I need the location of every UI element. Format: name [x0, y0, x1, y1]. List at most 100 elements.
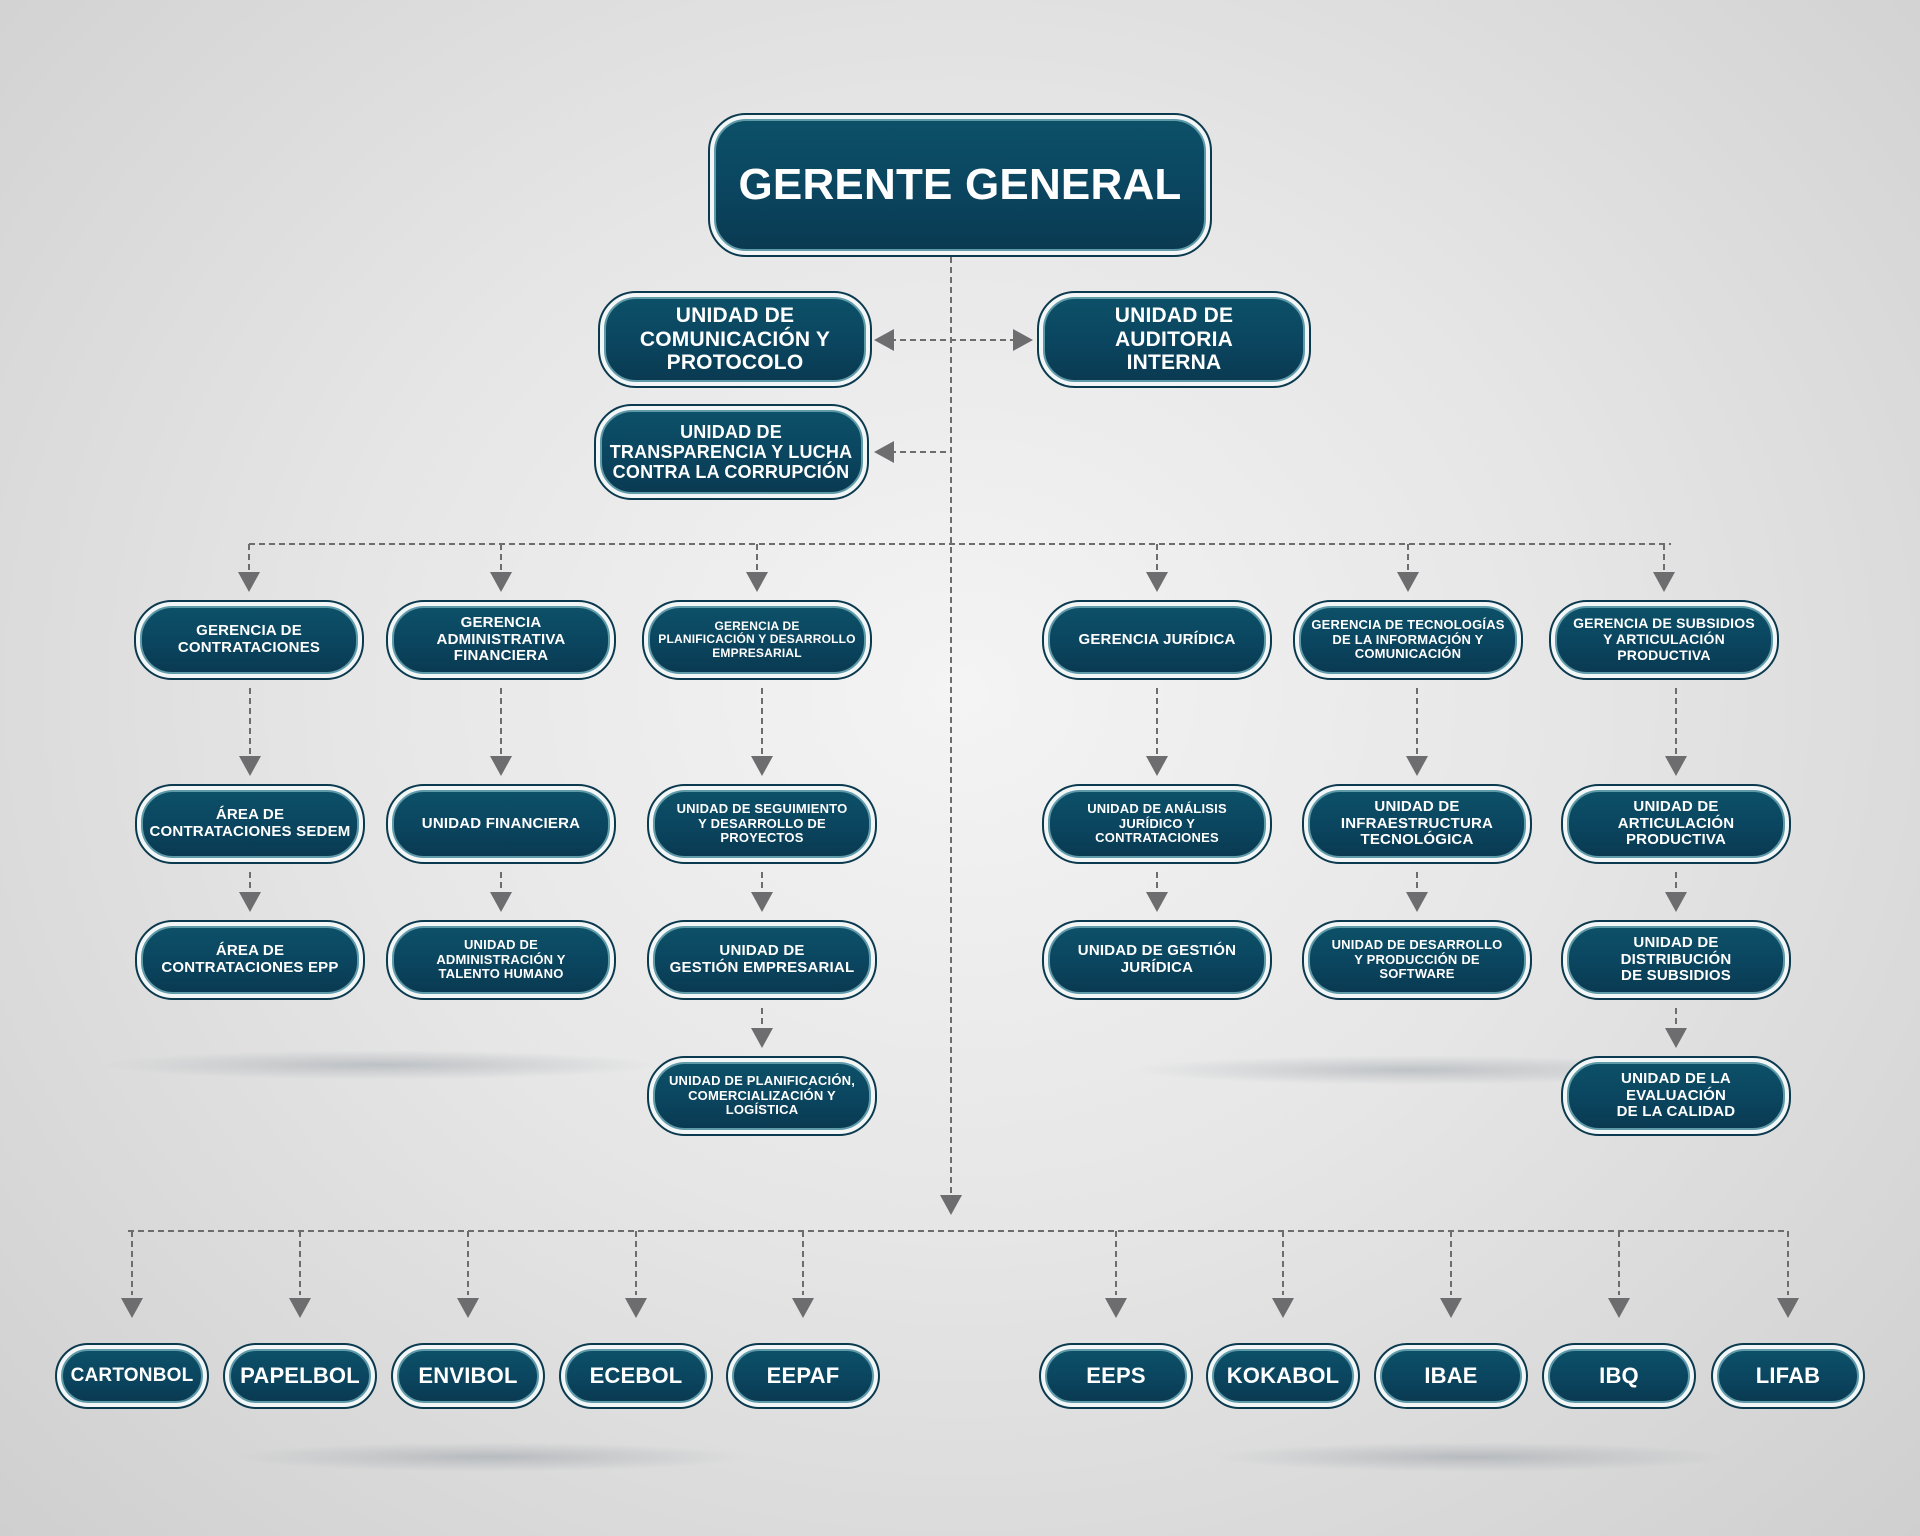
auditoria-box[interactable]: UNIDAD DE AUDITORIA INTERNA: [1037, 291, 1311, 388]
unidad-box[interactable]: UNIDAD DE GESTIÓN JURÍDICA: [1042, 920, 1272, 1000]
gerencia-box-label: GERENCIA JURÍDICA: [1048, 606, 1266, 674]
arrow-icon: [1406, 756, 1428, 776]
gerencia-box[interactable]: GERENCIA ADMINISTRATIVA FINANCIERA: [386, 600, 616, 680]
unidad-box-label: UNIDAD DE GESTIÓN EMPRESARIAL: [653, 926, 871, 994]
transparencia-box-label: UNIDAD DE TRANSPARENCIA Y LUCHA CONTRA L…: [599, 410, 863, 494]
unidad-box[interactable]: UNIDAD DE INFRAESTRUCTURA TECNOLÓGICA: [1302, 784, 1532, 864]
arrow-icon: [239, 756, 261, 776]
empresa-box-ibq[interactable]: IBQ: [1542, 1343, 1696, 1409]
arrow-icon: [490, 756, 512, 776]
unidad-box-label: ÁREA DE CONTRATACIONES EPP: [141, 926, 359, 994]
unidad-box[interactable]: UNIDAD DE SEGUIMIENTO Y DESARROLLO DE PR…: [647, 784, 877, 864]
unidad-box-label: UNIDAD FINANCIERA: [392, 790, 610, 858]
gerencia-box-label: GERENCIA DE TECNOLOGÍAS DE LA INFORMACIÓ…: [1299, 606, 1517, 674]
empresa-box-cartonbol[interactable]: CARTONBOL: [55, 1343, 209, 1409]
gerencia-box-label: GERENCIA DE SUBSIDIOS Y ARTICULACIÓN PRO…: [1555, 606, 1773, 674]
empresa-box-ibae[interactable]: IBAE: [1374, 1343, 1528, 1409]
arrow-icon: [490, 572, 512, 592]
gerencia-box[interactable]: GERENCIA JURÍDICA: [1042, 600, 1272, 680]
arrow-icon: [1665, 892, 1687, 912]
unidad-box-label: ÁREA DE CONTRATACIONES SEDEM: [141, 790, 359, 858]
empresa-box-lifab-label: LIFAB: [1717, 1349, 1859, 1403]
empresa-box-ecebol[interactable]: ECEBOL: [559, 1343, 713, 1409]
unidad-box-label: UNIDAD DE ANÁLISIS JURÍDICO Y CONTRATACI…: [1048, 790, 1266, 858]
unidad-box-label: UNIDAD DE SEGUIMIENTO Y DESARROLLO DE PR…: [653, 790, 871, 858]
gerente-general-box-label: GERENTE GENERAL: [714, 119, 1206, 251]
arrow-icon: [490, 892, 512, 912]
empresa-box-eepaf[interactable]: EEPAF: [726, 1343, 880, 1409]
arrow-icon: [751, 756, 773, 776]
arrow-icon: [751, 892, 773, 912]
arrow-icon: [1146, 572, 1168, 592]
unidad-box[interactable]: UNIDAD DE ARTICULACIÓN PRODUCTIVA: [1561, 784, 1791, 864]
arrow-icon: [1397, 572, 1419, 592]
empresa-box-ecebol-label: ECEBOL: [565, 1349, 707, 1403]
arrow-icon: [1653, 572, 1675, 592]
empresa-box-cartonbol-label: CARTONBOL: [61, 1349, 203, 1403]
empresa-box-papelbol[interactable]: PAPELBOL: [223, 1343, 377, 1409]
arrow-icon: [746, 572, 768, 592]
unidad-box[interactable]: UNIDAD DE LA EVALUACIÓN DE LA CALIDAD: [1561, 1056, 1791, 1136]
gerencia-box[interactable]: GERENCIA DE TECNOLOGÍAS DE LA INFORMACIÓ…: [1293, 600, 1523, 680]
unidad-box[interactable]: ÁREA DE CONTRATACIONES SEDEM: [135, 784, 365, 864]
transparencia-box[interactable]: UNIDAD DE TRANSPARENCIA Y LUCHA CONTRA L…: [593, 404, 869, 500]
gerencia-box[interactable]: GERENCIA DE CONTRATACIONES: [134, 600, 364, 680]
gerencia-box-label: GERENCIA DE CONTRATACIONES: [140, 606, 358, 674]
arrow-icon: [1146, 892, 1168, 912]
unidad-box-label: UNIDAD DE ADMINISTRACIÓN Y TALENTO HUMAN…: [392, 926, 610, 994]
empresa-box-envibol[interactable]: ENVIBOL: [391, 1343, 545, 1409]
unidad-box[interactable]: UNIDAD DE ADMINISTRACIÓN Y TALENTO HUMAN…: [386, 920, 616, 1000]
gerencia-box[interactable]: GERENCIA DE PLANIFICACIÓN Y DESARROLLO E…: [642, 600, 872, 680]
unidad-box[interactable]: UNIDAD FINANCIERA: [386, 784, 616, 864]
unidad-box[interactable]: ÁREA DE CONTRATACIONES EPP: [135, 920, 365, 1000]
gerencia-box-label: GERENCIA ADMINISTRATIVA FINANCIERA: [392, 606, 610, 674]
empresa-box-envibol-label: ENVIBOL: [397, 1349, 539, 1403]
unidad-box-label: UNIDAD DE DISTRIBUCIÓN DE SUBSIDIOS: [1567, 926, 1785, 994]
trunk-arrow-icon: [940, 1195, 962, 1215]
unidad-box[interactable]: UNIDAD DE DESARROLLO Y PRODUCCIÓN DE SOF…: [1302, 920, 1532, 1000]
empresa-box-eepaf-label: EEPAF: [732, 1349, 874, 1403]
empresa-box-eeps-label: EEPS: [1045, 1349, 1187, 1403]
arrow-icon: [1146, 756, 1168, 776]
empresa-box-ibae-label: IBAE: [1380, 1349, 1522, 1403]
unidad-box-label: UNIDAD DE DESARROLLO Y PRODUCCIÓN DE SOF…: [1308, 926, 1526, 994]
unidad-box[interactable]: UNIDAD DE PLANIFICACIÓN, COMERCIALIZACIÓ…: [647, 1056, 877, 1136]
arrow-icon: [874, 441, 894, 463]
empresa-box-papelbol-label: PAPELBOL: [229, 1349, 371, 1403]
unidad-box-label: UNIDAD DE ARTICULACIÓN PRODUCTIVA: [1567, 790, 1785, 858]
gerencia-box[interactable]: GERENCIA DE SUBSIDIOS Y ARTICULACIÓN PRO…: [1549, 600, 1779, 680]
arrow-icon: [1406, 892, 1428, 912]
empresa-box-ibq-label: IBQ: [1548, 1349, 1690, 1403]
arrow-icon: [239, 892, 261, 912]
gerente-general-box[interactable]: GERENTE GENERAL: [708, 113, 1212, 257]
unidad-box-label: UNIDAD DE PLANIFICACIÓN, COMERCIALIZACIÓ…: [653, 1062, 871, 1130]
arrow-icon: [792, 1298, 814, 1318]
arrow-icon: [238, 572, 260, 592]
empresa-box-lifab[interactable]: LIFAB: [1711, 1343, 1865, 1409]
decorative-shadow: [100, 1050, 660, 1080]
empresa-box-kokabol[interactable]: KOKABOL: [1206, 1343, 1360, 1409]
arrow-icon: [1777, 1298, 1799, 1318]
empresa-box-eeps[interactable]: EEPS: [1039, 1343, 1193, 1409]
arrow-icon: [289, 1298, 311, 1318]
gerencia-box-label: GERENCIA DE PLANIFICACIÓN Y DESARROLLO E…: [648, 606, 866, 674]
unidad-box-label: UNIDAD DE INFRAESTRUCTURA TECNOLÓGICA: [1308, 790, 1526, 858]
arrow-icon: [1440, 1298, 1462, 1318]
arrow-icon: [1272, 1298, 1294, 1318]
arrow-icon: [1665, 756, 1687, 776]
comunicacion-box[interactable]: UNIDAD DE COMUNICACIÓN Y PROTOCOLO: [598, 291, 872, 388]
unidad-box[interactable]: UNIDAD DE GESTIÓN EMPRESARIAL: [647, 920, 877, 1000]
decorative-shadow: [1210, 1442, 1730, 1472]
unidad-box-label: UNIDAD DE LA EVALUACIÓN DE LA CALIDAD: [1567, 1062, 1785, 1130]
unidad-box-label: UNIDAD DE GESTIÓN JURÍDICA: [1048, 926, 1266, 994]
arrow-icon: [874, 329, 894, 351]
decorative-shadow: [230, 1442, 750, 1472]
arrow-icon: [457, 1298, 479, 1318]
arrow-icon: [1105, 1298, 1127, 1318]
arrow-icon: [121, 1298, 143, 1318]
arrow-icon: [751, 1028, 773, 1048]
unidad-box[interactable]: UNIDAD DE DISTRIBUCIÓN DE SUBSIDIOS: [1561, 920, 1791, 1000]
unidad-box[interactable]: UNIDAD DE ANÁLISIS JURÍDICO Y CONTRATACI…: [1042, 784, 1272, 864]
arrow-icon: [625, 1298, 647, 1318]
